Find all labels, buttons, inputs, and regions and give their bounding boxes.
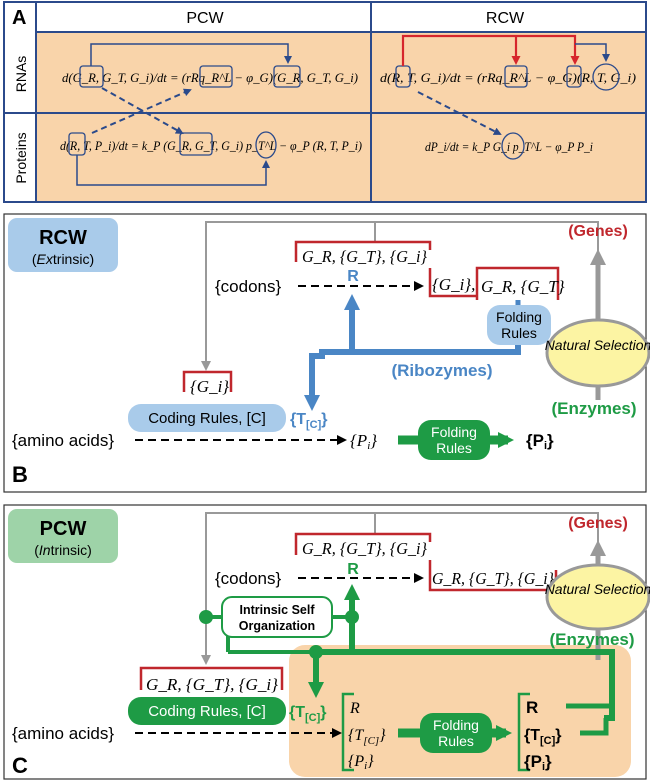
b-top-genes: G_R, {G_T}, {G_i} <box>302 247 427 266</box>
pcw-badge-sub: (Intrinsic) <box>34 542 92 558</box>
panel-a-letter: A <box>12 7 26 29</box>
c-genes: (Genes) <box>568 515 628 532</box>
svg-text:Coding Rules, [C]: Coding Rules, [C] <box>148 703 266 720</box>
b-amino-acids: {amino acids} <box>12 431 114 450</box>
rcw-badge <box>8 218 118 272</box>
b-folding-rules-green <box>418 420 490 460</box>
b-pi: {Pi} <box>350 431 377 452</box>
b-gr-gt: G_R, {G_T} <box>481 277 565 296</box>
b-pi-bold: {Pi} <box>526 431 554 452</box>
c-product-pi: {Pi} <box>348 753 374 772</box>
c-enzymes: (Enzymes) <box>549 630 634 649</box>
rcw-badge-sub: (Extrinsic) <box>32 251 94 267</box>
col-rcw: RCW <box>486 10 525 27</box>
b-codons: {codons} <box>215 277 281 296</box>
c-r-label: R <box>347 561 359 578</box>
c-intrinsic-self-org <box>221 596 333 638</box>
c-coding-rules <box>128 697 286 725</box>
b-genes: (Genes) <box>568 223 628 240</box>
b-gi-box: {G_i} <box>190 377 229 396</box>
c-product-r: R <box>349 700 360 717</box>
b-enzymes: (Enzymes) <box>551 399 636 418</box>
b-ribozymes: (Ribozymes) <box>391 361 492 380</box>
c-genes-box2: G_R, {G_T}, {G_i} <box>432 569 554 588</box>
eq-pcw-rna: d(G_R, G_T, G_i)/dt = (rRq_R^L − φ_G)(G_… <box>62 71 358 85</box>
cell-pcw-rna <box>37 33 370 112</box>
panel-b-letter: B <box>12 462 28 487</box>
panel-b: RCW (Extrinsic) G_R, {G_T}, {G_i} {codon… <box>3 213 650 493</box>
eq-pcw-protein: d(R, T, P_i)/dt = k_P (G_R, G_T, G_i) p_… <box>60 139 362 153</box>
c-natural-selection <box>545 563 650 631</box>
c-amino-acids: {amino acids} <box>12 724 114 743</box>
c-gray-feedback-loop <box>201 512 376 665</box>
b-coding-rules <box>128 404 286 432</box>
c-bold-r: R <box>526 698 538 717</box>
c-peach-area <box>289 645 631 777</box>
b-folding-rules <box>487 305 551 345</box>
rcw-badge-title: RCW <box>39 227 87 249</box>
svg-text:Coding Rules, [C]: Coding Rules, [C] <box>148 410 266 427</box>
pcw-badge <box>8 509 118 563</box>
eq-rcw-protein: dP_i/dt = k_P G_i p_T^L − φ_P P_i <box>425 140 593 154</box>
cell-rcw-rna <box>372 33 645 112</box>
pcw-badge-title: PCW <box>40 518 87 540</box>
row-rnas: RNAs <box>13 56 29 93</box>
eq-rcw-rna: d(R, T, G_i)/dt = (rRq_R^L − φ_G)(R, T, … <box>380 71 636 85</box>
c-bold-pi: {Pi} <box>524 752 552 773</box>
panel-c-letter: C <box>12 753 28 778</box>
panel-a: A PCW RCW RNAs Proteins d(G_R, G_T, G_i)… <box>3 1 647 203</box>
panel-c: PCW (Intrinsic) G_R, {G_T}, {G_i} {codon… <box>3 504 650 780</box>
c-top-genes: G_R, {G_T}, {G_i} <box>302 539 427 558</box>
c-folding-rules <box>420 713 492 753</box>
b-r-label: R <box>347 268 359 285</box>
b-gi: {G_i}, <box>432 275 475 294</box>
c-codons: {codons} <box>215 569 281 588</box>
c-coding-genes: G_R, {G_T}, {G_i} <box>146 675 278 694</box>
cell-pcw-protein <box>37 114 370 201</box>
svg-text:Natural Selection: Natural Selection <box>545 337 650 353</box>
gray-feedback-loop <box>201 221 376 371</box>
b-natural-selection <box>545 318 650 388</box>
svg-text:Natural Selection: Natural Selection <box>545 581 650 597</box>
row-proteins: Proteins <box>13 132 29 183</box>
col-pcw: PCW <box>186 10 224 27</box>
